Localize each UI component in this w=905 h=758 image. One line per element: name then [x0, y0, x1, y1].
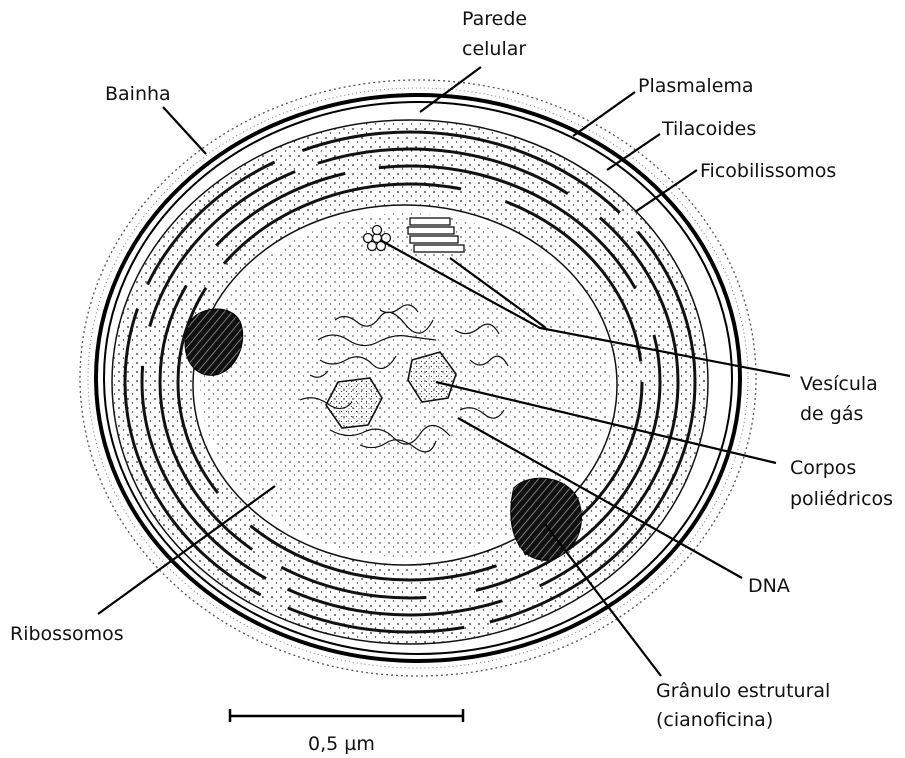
- label-tilacoides: Tilacoides: [661, 118, 756, 140]
- label-dna: DNA: [748, 575, 790, 597]
- label-corpos-1: Corpos: [790, 457, 856, 479]
- label-vesicula-1: Vesícula: [800, 373, 878, 395]
- label-parede-celular-1: Parede: [462, 8, 527, 30]
- label-bainha: Bainha: [105, 83, 171, 105]
- label-granulo-2: (cianoficina): [656, 709, 773, 731]
- label-parede-celular-2: celular: [462, 38, 526, 60]
- label-ficobilissomos: Ficobilissomos: [700, 160, 836, 182]
- scale-bar-label: 0,5 µm: [308, 733, 375, 755]
- scale-bar: [230, 709, 463, 722]
- label-plasmalema: Plasmalema: [638, 75, 754, 97]
- label-granulo-1: Grânulo estrutural: [656, 680, 830, 702]
- label-ribossomos: Ribossomos: [10, 623, 124, 645]
- label-vesicula-2: de gás: [800, 403, 863, 425]
- label-corpos-2: poliédricos: [790, 488, 893, 510]
